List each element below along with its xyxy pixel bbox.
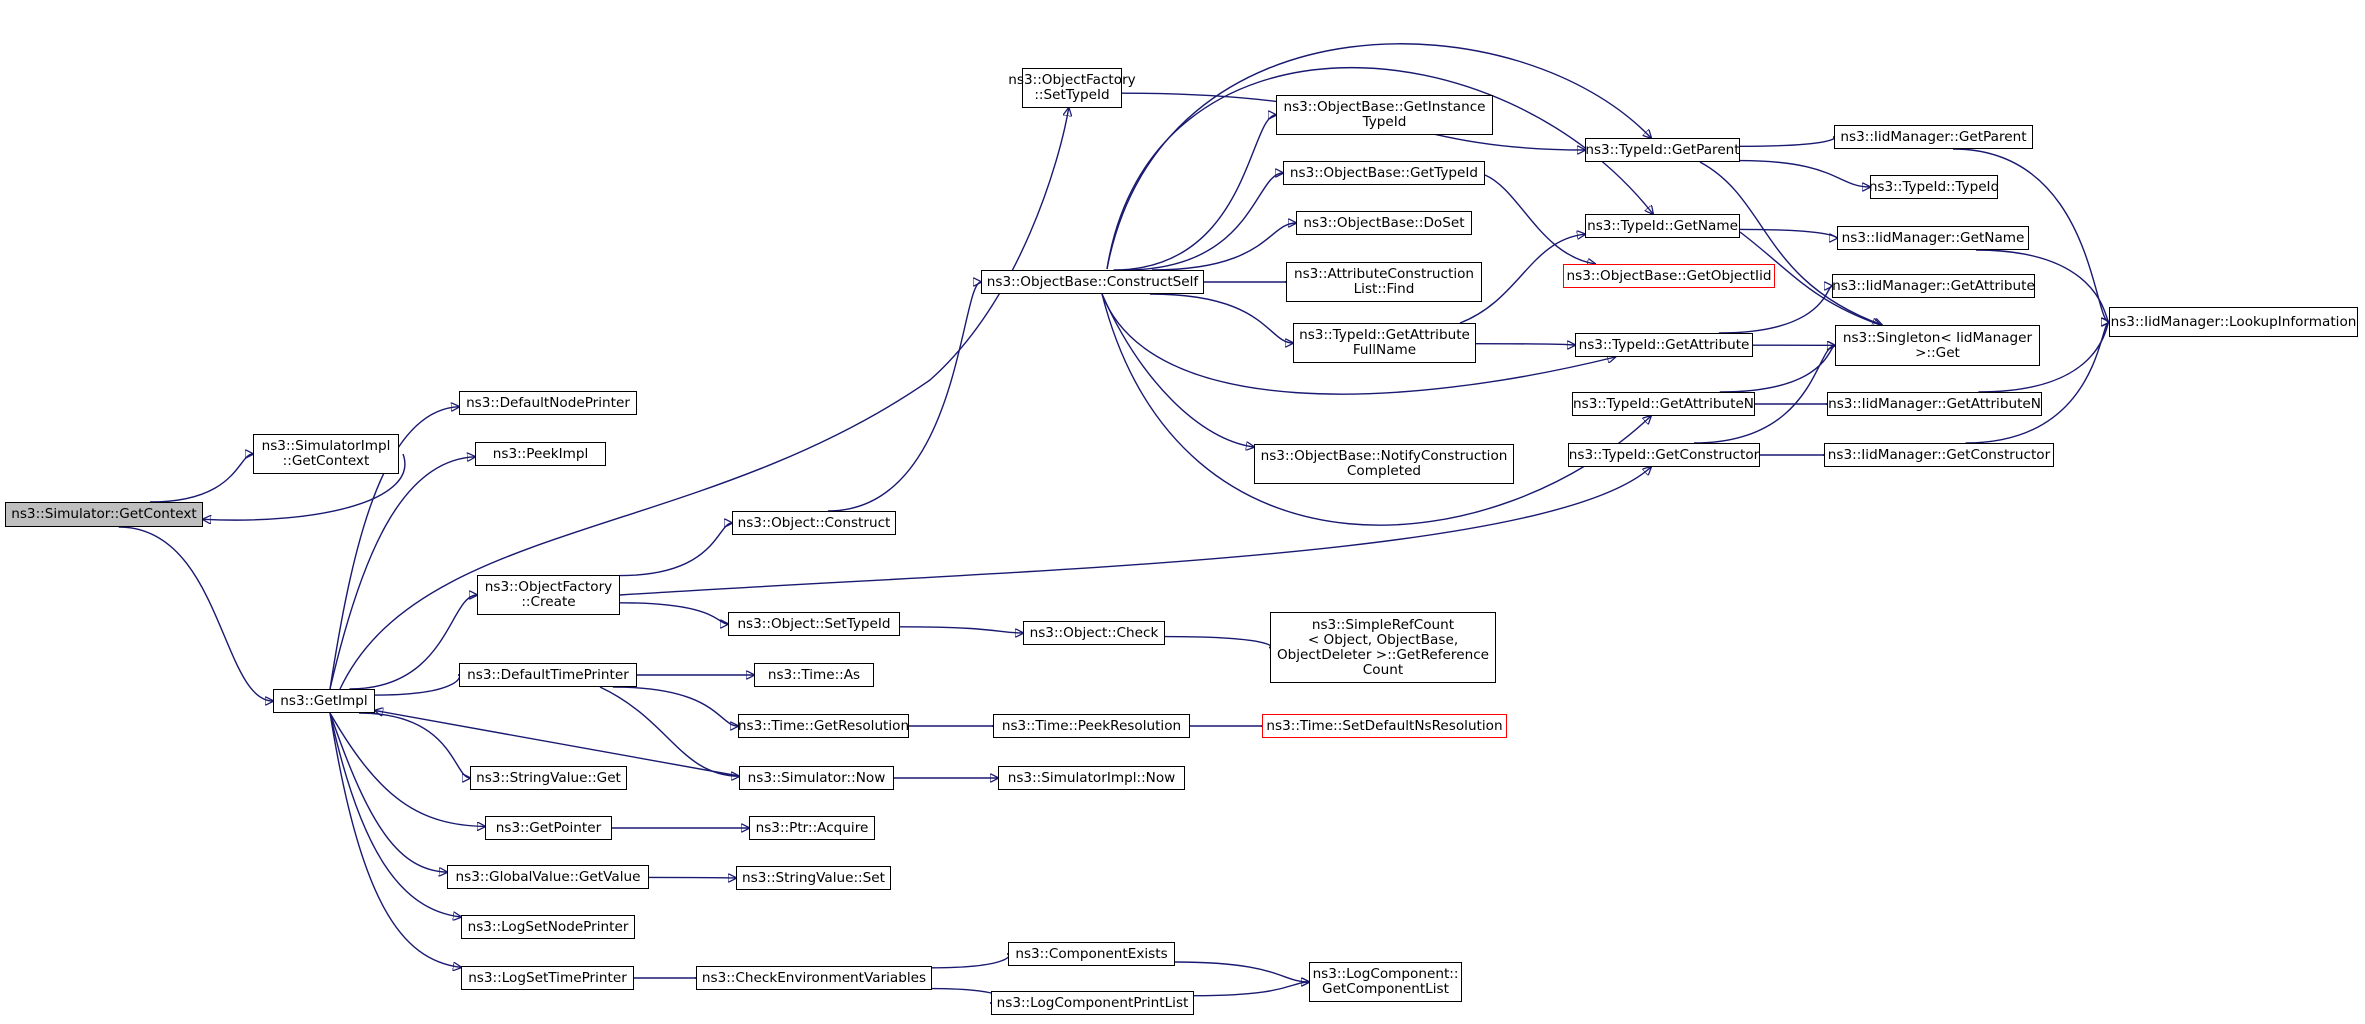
edge-simimpl_getcontext-to-getcontext bbox=[203, 453, 406, 520]
edge-typeid_getname-to-singleton_get bbox=[1739, 231, 1880, 325]
edge-getimpl-to-globalvalue_getvalue bbox=[329, 712, 447, 872]
edge-typeid_getparent-to-iid_getparent bbox=[1739, 137, 1835, 147]
edge-constructself-to-typeid_getattributen bbox=[1101, 293, 1651, 526]
node-objfactory_create[interactable]: ns3::ObjectFactory ::Create bbox=[477, 575, 620, 615]
edge-getimpl-to-logsettimeprinter bbox=[329, 712, 461, 967]
edge-globalvalue_getvalue-to-stringvalue_set bbox=[648, 877, 736, 878]
node-getpointer[interactable]: ns3::GetPointer bbox=[485, 816, 612, 840]
edge-typeid_getparent-to-typeid_typeid bbox=[1739, 159, 1870, 187]
edge-getimpl-to-objfactory_create bbox=[349, 595, 477, 690]
edge-iid_getconstructor-to-iid_lookupinformation bbox=[1965, 322, 2109, 444]
node-setdefaultnsresolution[interactable]: ns3::Time::SetDefaultNsResolution bbox=[1262, 714, 1507, 738]
edge-getattributefullname-to-typeid_getattribute bbox=[1475, 344, 1575, 345]
edge-getimpl-to-defaultnodeprinter bbox=[329, 407, 459, 690]
node-iid_getattributen[interactable]: ns3::IidManager::GetAttributeN bbox=[1827, 392, 2042, 416]
node-checkenv[interactable]: ns3::CheckEnvironmentVariables bbox=[696, 966, 932, 990]
node-logsetnodeprinter[interactable]: ns3::LogSetNodePrinter bbox=[461, 915, 635, 939]
edge-componentexists-to-getcomponentlist bbox=[1174, 961, 1309, 982]
node-time_peekresolution[interactable]: ns3::Time::PeekResolution bbox=[993, 714, 1190, 738]
node-componentexists[interactable]: ns3::ComponentExists bbox=[1008, 942, 1175, 966]
edge-checkenv-to-componentexists bbox=[931, 954, 1009, 969]
edge-objectbase_gettypeid-to-getobjectiid bbox=[1484, 174, 1595, 264]
node-getcomponentlist[interactable]: ns3::LogComponent:: GetComponentList bbox=[1309, 962, 1462, 1002]
node-defaultnodeprinter[interactable]: ns3::DefaultNodePrinter bbox=[459, 391, 637, 415]
node-getobjectiid[interactable]: ns3::ObjectBase::GetObjectIid bbox=[1563, 264, 1775, 288]
node-stringvalue_get[interactable]: ns3::StringValue::Get bbox=[470, 766, 627, 790]
edge-constructself-to-objectbase_gettypeid bbox=[1124, 173, 1283, 271]
edge-getimpl-to-peekimpl bbox=[329, 457, 475, 690]
edge-object_check-to-simplerefcount bbox=[1164, 635, 1271, 648]
edge-constructself-to-doset bbox=[1151, 223, 1296, 271]
edge-getcontext-to-simimpl_getcontext bbox=[149, 454, 253, 503]
edge-typeid_getattribute-to-iid_getattribute bbox=[1718, 286, 1832, 334]
edge-getcontext-to-getimpl bbox=[118, 526, 273, 701]
edge-iid_getparent-to-iid_lookupinformation bbox=[1952, 148, 2109, 322]
node-attrconstructionlist_find[interactable]: ns3::AttributeConstruction List::Find bbox=[1286, 262, 1482, 302]
node-globalvalue_getvalue[interactable]: ns3::GlobalValue::GetValue bbox=[447, 865, 649, 889]
node-typeid_getattribute[interactable]: ns3::TypeId::GetAttribute bbox=[1575, 333, 1753, 357]
node-ptr_acquire[interactable]: ns3::Ptr::Acquire bbox=[749, 816, 875, 840]
node-notifyconstructioncompleted[interactable]: ns3::ObjectBase::NotifyConstruction Comp… bbox=[1254, 444, 1514, 484]
edge-getimpl-to-stringvalue_get bbox=[358, 712, 470, 778]
edge-objfactory_create-to-object_construct bbox=[619, 523, 732, 577]
node-objectbase_gettypeid[interactable]: ns3::ObjectBase::GetTypeId bbox=[1283, 161, 1485, 185]
node-typeid_getconstructor[interactable]: ns3::TypeId::GetConstructor bbox=[1568, 443, 1760, 467]
node-iid_getconstructor[interactable]: ns3::IidManager::GetConstructor bbox=[1824, 443, 2054, 467]
node-peekimpl[interactable]: ns3::PeekImpl bbox=[475, 442, 606, 466]
node-object_check[interactable]: ns3::Object::Check bbox=[1023, 621, 1165, 645]
edge-logcomponentprintlist-to-getcomponentlist bbox=[1193, 982, 1309, 997]
edge-objfactory_create-to-object_settypeid bbox=[619, 602, 728, 624]
node-getimpl[interactable]: ns3::GetImpl bbox=[273, 689, 375, 713]
node-typeid_getattributen[interactable]: ns3::TypeId::GetAttributeN bbox=[1572, 392, 1755, 416]
node-iid_getparent[interactable]: ns3::IidManager::GetParent bbox=[1834, 125, 2033, 149]
node-iid_getattribute[interactable]: ns3::IidManager::GetAttribute bbox=[1832, 274, 2035, 298]
edge-getimpl-to-getpointer bbox=[329, 712, 485, 827]
edge-getimpl-to-defaulttimeprinter bbox=[374, 675, 460, 696]
node-object_settypeid[interactable]: ns3::Object::SetTypeId bbox=[728, 612, 900, 636]
node-typeid_typeid[interactable]: ns3::TypeId::TypeId bbox=[1869, 175, 1999, 199]
node-simulator_now[interactable]: ns3::Simulator::Now bbox=[739, 766, 894, 790]
edge-constructself-to-typeid_getname bbox=[1106, 67, 1653, 270]
node-getinstancetypeid[interactable]: ns3::ObjectBase::GetInstance TypeId bbox=[1276, 95, 1493, 135]
edge-constructself-to-typeid_getparent bbox=[1106, 43, 1651, 270]
node-logcomponentprintlist[interactable]: ns3::LogComponentPrintList bbox=[991, 991, 1194, 1015]
edge-constructself-to-notifyconstructioncompleted bbox=[1101, 293, 1254, 447]
edge-defaulttimeprinter-to-simulator_now bbox=[599, 686, 739, 776]
edge-getimpl-to-objfactory_settypeid bbox=[339, 108, 1069, 690]
edge-object_settypeid-to-object_check bbox=[899, 626, 1023, 633]
edge-typeid_getname-to-iid_getname bbox=[1739, 228, 1837, 238]
node-object_construct[interactable]: ns3::Object::Construct bbox=[732, 511, 896, 535]
node-objfactory_settypeid[interactable]: ns3::ObjectFactory ::SetTypeId bbox=[1008, 68, 1136, 108]
edge-object_construct-to-constructself bbox=[827, 282, 981, 512]
edge-defaulttimeprinter-to-time_getresolution bbox=[612, 686, 738, 726]
node-constructself[interactable]: ns3::ObjectBase::ConstructSelf bbox=[981, 270, 1204, 294]
node-getattributefullname[interactable]: ns3::TypeId::GetAttribute FullName bbox=[1293, 323, 1476, 363]
edge-constructself-to-typeid_getattribute bbox=[1101, 293, 1615, 395]
node-typeid_getname[interactable]: ns3::TypeId::GetName bbox=[1585, 214, 1740, 238]
edge-objfactory_create-to-typeid_getconstructor bbox=[619, 467, 1651, 596]
edge-constructself-to-getinstancetypeid bbox=[1113, 115, 1277, 271]
node-iid_getname[interactable]: ns3::IidManager::GetName bbox=[1837, 226, 2029, 250]
node-time_getresolution[interactable]: ns3::Time::GetResolution bbox=[738, 714, 909, 738]
node-simimpl_now[interactable]: ns3::SimulatorImpl::Now bbox=[998, 766, 1185, 790]
edge-getattributefullname-to-typeid_getname bbox=[1459, 234, 1585, 324]
node-simimpl_getcontext[interactable]: ns3::SimulatorImpl ::GetContext bbox=[253, 434, 399, 474]
edge-typeid_getparent-to-singleton_get bbox=[1699, 161, 1882, 325]
edge-getimpl-to-logsetnodeprinter bbox=[329, 712, 461, 917]
node-doset[interactable]: ns3::ObjectBase::DoSet bbox=[1296, 211, 1472, 235]
node-time_as[interactable]: ns3::Time::As bbox=[754, 663, 874, 687]
edge-constructself-to-getattributefullname bbox=[1149, 293, 1293, 343]
edge-simulator_now-to-getimpl bbox=[375, 711, 740, 777]
node-typeid_getparent[interactable]: ns3::TypeId::GetParent bbox=[1585, 138, 1740, 162]
node-stringvalue_set[interactable]: ns3::StringValue::Set bbox=[736, 866, 891, 890]
node-singleton_get[interactable]: ns3::Singleton< IidManager >::Get bbox=[1835, 325, 2040, 366]
edge-typeid_getconstructor-to-singleton_get bbox=[1693, 346, 1835, 444]
node-iid_lookupinformation[interactable]: ns3::IidManager::LookupInformation bbox=[2109, 307, 2358, 337]
node-defaulttimeprinter[interactable]: ns3::DefaultTimePrinter bbox=[459, 663, 637, 687]
node-simplerefcount[interactable]: ns3::SimpleRefCount < Object, ObjectBase… bbox=[1270, 612, 1496, 683]
node-logsettimeprinter[interactable]: ns3::LogSetTimePrinter bbox=[461, 966, 634, 990]
node-getcontext[interactable]: ns3::Simulator::GetContext bbox=[5, 502, 203, 527]
